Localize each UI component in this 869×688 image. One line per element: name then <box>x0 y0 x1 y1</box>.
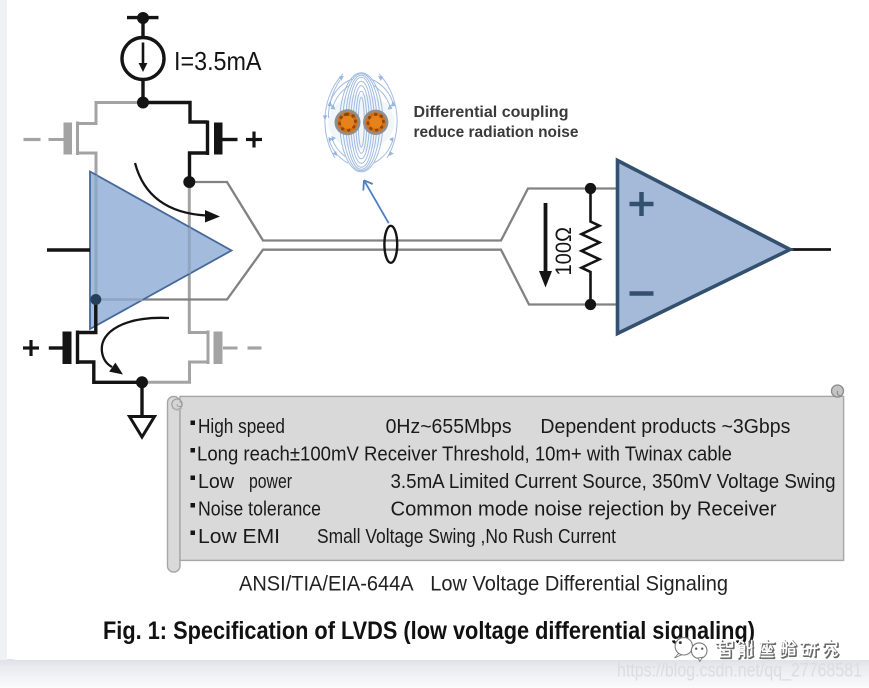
svg-text:https://blog.csdn.net/qq_27768: https://blog.csdn.net/qq_27768581 <box>617 660 862 682</box>
svg-text:Low: Low <box>198 471 235 493</box>
svg-text:power: power <box>249 471 292 493</box>
svg-text:ANSI/TIA/EIA-644A Low Voltag: ANSI/TIA/EIA-644A Low Voltage Differenti… <box>239 572 728 596</box>
svg-text:Long reach±100mV Receiver Thre: Long reach±100mV Receiver Threshold, 10m… <box>197 444 732 466</box>
svg-text:0Hz~655Mbps: 0Hz~655Mbps <box>386 416 512 438</box>
svg-text:Low EMI: Low EMI <box>198 526 280 548</box>
svg-text:Small Voltage Swing ,No Rush C: Small Voltage Swing ,No Rush Current <box>317 526 616 548</box>
svg-text:High speed: High speed <box>198 416 285 438</box>
svg-text:Common mode noise rejection by: Common mode noise rejection by Receiver <box>391 499 777 521</box>
svg-text:Dependent products ~3Gbps: Dependent products ~3Gbps <box>540 416 790 438</box>
svg-text:Noise tolerance: Noise tolerance <box>198 499 321 521</box>
svg-text:reduce radiation noise: reduce radiation noise <box>414 124 579 141</box>
svg-text:3.5mA Limited Current Source,: 3.5mA Limited Current Source, 350mV Volt… <box>391 471 836 493</box>
svg-text:Differential coupling: Differential coupling <box>414 104 569 121</box>
svg-text:Fig. 1: Specification of LVDS: Fig. 1: Specification of LVDS (low volta… <box>103 617 755 645</box>
svg-text:100Ω: 100Ω <box>551 227 576 276</box>
svg-text:I=3.5mA: I=3.5mA <box>174 46 262 76</box>
